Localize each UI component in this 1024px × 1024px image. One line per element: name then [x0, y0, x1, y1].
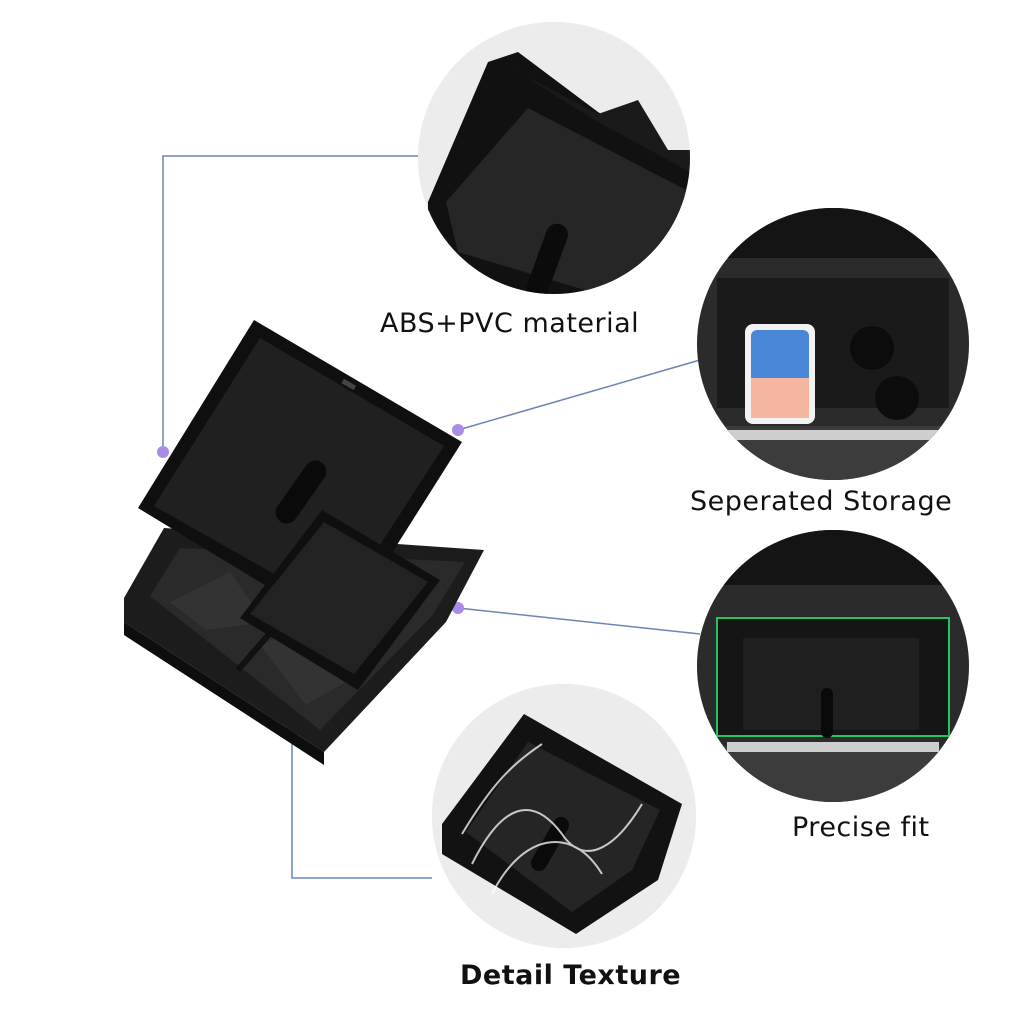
feature-photo-storage: [697, 208, 969, 480]
product-image-organizer-tray: [110, 310, 500, 770]
feature-label-material: ABS+PVC material: [380, 308, 640, 339]
feature-label-fit: Precise fit: [792, 812, 930, 843]
feature-photo-fit: [697, 530, 969, 802]
feature-label-storage: Seperated Storage: [690, 486, 953, 517]
feature-photo-material: [418, 22, 690, 294]
feature-label-texture: Detail Texture: [460, 960, 682, 991]
feature-photo-texture: [432, 684, 696, 948]
